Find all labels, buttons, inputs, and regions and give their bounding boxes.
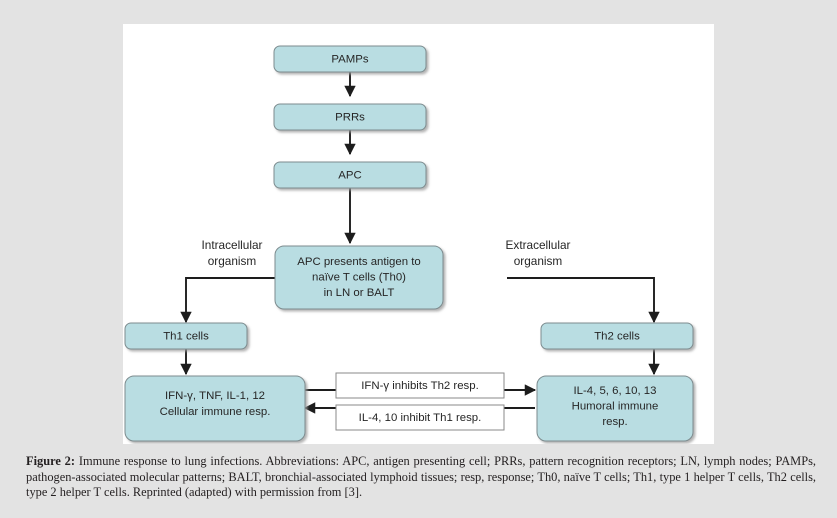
- node-pamps-label: PAMPs: [331, 54, 368, 66]
- node-antigen-presentation-line3: in LN or BALT: [324, 287, 395, 299]
- node-th2-response-line3: resp.: [602, 416, 627, 428]
- node-th2-response-line1: IL-4, 5, 6, 10, 13: [574, 385, 657, 397]
- node-th1-response-shape: [124, 375, 306, 442]
- node-prrs-label: PRRs: [335, 112, 365, 124]
- node-pamps[interactable]: PAMPs: [273, 45, 427, 73]
- edge-label-ifn-inhibits-th2-shape: [335, 372, 505, 399]
- figure-caption: Figure 2: Immune response to lung infect…: [26, 454, 816, 501]
- node-prrs[interactable]: PRRs: [273, 103, 427, 131]
- edge-label-il4-inhibits-th1: IL-4, 10 inhibit Th1 resp.: [335, 404, 505, 431]
- node-pamps-shape: [273, 45, 427, 73]
- edge-label-il4-inhibits-th1-text: IL-4, 10 inhibit Th1 resp.: [359, 412, 482, 424]
- node-th2-cells-shape: [540, 322, 694, 350]
- annotation-extracellular-organism-line1: Extracellular: [506, 238, 571, 252]
- annotation-intracellular-organism-line1: Intracellular: [202, 238, 263, 252]
- annotation-intracellular-organism: Intracellular organism: [202, 238, 263, 268]
- annotation-intracellular-organism-line2: organism: [208, 254, 257, 268]
- annotation-extracellular-organism-line2: organism: [514, 254, 563, 268]
- immune-response-flowchart: PAMPs PRRs APC APC presents antigen to n…: [124, 45, 694, 442]
- edge-label-ifn-inhibits-th2-text: IFN-γ inhibits Th2 resp.: [361, 380, 479, 392]
- figure-caption-label: Figure 2:: [26, 454, 76, 468]
- figure-card: PAMPs PRRs APC APC presents antigen to n…: [123, 24, 714, 444]
- node-antigen-presentation[interactable]: APC presents antigen to naïve T cells (T…: [274, 245, 444, 310]
- edge-antigen-to-th2: [507, 277, 660, 324]
- node-apc-shape: [273, 161, 427, 189]
- node-th2-response[interactable]: IL-4, 5, 6, 10, 13 Humoral immune resp.: [536, 375, 694, 442]
- node-apc[interactable]: APC: [273, 161, 427, 189]
- node-th1-response[interactable]: IFN-γ, TNF, IL-1, 12 Cellular immune res…: [124, 375, 306, 442]
- node-th2-response-line2: Humoral immune: [572, 401, 659, 413]
- node-th2-cells-label: Th2 cells: [594, 331, 640, 343]
- node-th1-cells-shape: [124, 322, 248, 350]
- node-th1-cells[interactable]: Th1 cells: [124, 322, 248, 350]
- node-prrs-shape: [273, 103, 427, 131]
- node-th1-response-line1: IFN-γ, TNF, IL-1, 12: [165, 390, 265, 402]
- figure-caption-text: Immune response to lung infections. Abbr…: [26, 454, 817, 500]
- node-th2-response-shape: [536, 375, 694, 442]
- node-th1-cells-label: Th1 cells: [163, 331, 209, 343]
- edge-label-ifn-inhibits-th2: IFN-γ inhibits Th2 resp.: [335, 372, 505, 399]
- node-antigen-presentation-line2: naïve T cells (Th0): [312, 272, 406, 284]
- node-th1-response-line2: Cellular immune resp.: [160, 406, 271, 418]
- node-antigen-presentation-shape: [274, 245, 444, 310]
- node-antigen-presentation-line1: APC presents antigen to: [297, 256, 420, 268]
- node-apc-label: APC: [338, 170, 361, 182]
- annotation-extracellular-organism: Extracellular organism: [506, 238, 571, 268]
- edge-label-il4-inhibits-th1-shape: [335, 404, 505, 431]
- node-th2-cells[interactable]: Th2 cells: [540, 322, 694, 350]
